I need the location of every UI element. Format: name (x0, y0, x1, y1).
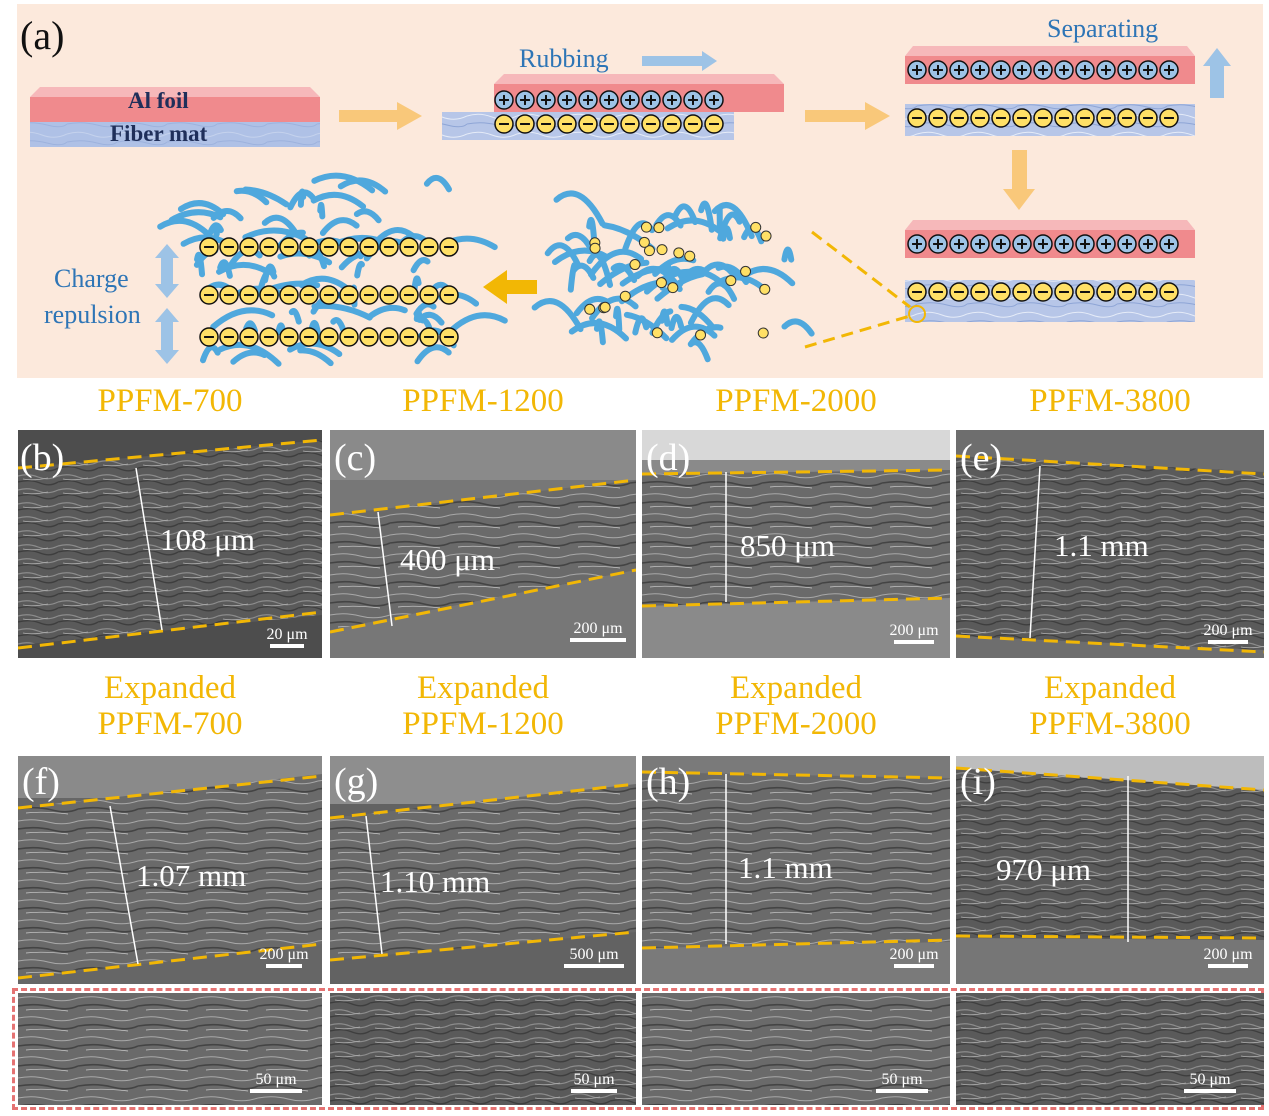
schematic-drawing (30, 46, 1231, 367)
label-i: (i) (960, 761, 996, 803)
schematic-panel: (a) (17, 4, 1263, 378)
label-d: (d) (646, 437, 691, 479)
scale-bar-h: 200 μm (882, 946, 946, 970)
scale-bar-f: 200 μm (252, 946, 316, 970)
scale-text-b: 20 μm (266, 626, 308, 643)
fiber-mat-label: Fiber mat (110, 121, 208, 146)
closeup-scale-3: 50 μm (870, 1071, 934, 1095)
title-expanded-1200-line1: Expanded (417, 670, 549, 706)
sem-image-b: (b) 108 μm 20 μm (18, 430, 322, 658)
closeup-scale-2: 50 μm (562, 1071, 626, 1095)
thickness-i: 970 μm (996, 852, 1091, 887)
title-ppfm-2000: PPFM-2000 (715, 383, 877, 419)
closeup-image-1: 50 μm (18, 993, 322, 1105)
panel-label-a: (a) (20, 13, 65, 58)
scale-bar-i: 200 μm (1196, 946, 1260, 970)
title-expanded-2000-line2: PPFM-2000 (715, 706, 877, 742)
fiber-network (531, 190, 815, 363)
title-expanded-3800-line2: PPFM-3800 (1029, 706, 1191, 742)
expanded-stack (157, 172, 508, 367)
thickness-h: 1.1 mm (738, 850, 833, 885)
title-expanded-1200-line2: PPFM-1200 (402, 706, 564, 742)
thickness-f: 1.07 mm (136, 858, 247, 893)
scale-text-i: 200 μm (1203, 946, 1253, 963)
arrow-left (483, 270, 537, 304)
closeup-scale-4: 50 μm (1178, 1071, 1242, 1095)
label-e: (e) (960, 437, 1003, 479)
label-c: (c) (334, 437, 377, 479)
closeup-image-4: 50 μm (956, 993, 1264, 1105)
title-ppfm-1200: PPFM-1200 (402, 383, 564, 419)
scale-text-e: 200 μm (1203, 622, 1253, 639)
closeup-scale-text-4: 50 μm (1189, 1071, 1231, 1088)
title-ppfm-3800: PPFM-3800 (1029, 383, 1191, 419)
label-g: (g) (334, 761, 379, 803)
scale-bar-g: 500 μm (558, 946, 630, 970)
sem-image-h: (h) 1.1 mm 200 μm (642, 756, 950, 984)
title-expanded-3800-line1: Expanded (1044, 670, 1176, 706)
scale-text-d: 200 μm (889, 622, 939, 639)
sem-image-i: (i) 970 μm 200 μm (956, 756, 1264, 984)
scale-bar-d: 200 μm (882, 622, 946, 646)
sem-image-d: (d) 850 μm 200 μm (642, 430, 950, 658)
rubbing-label: Rubbing (519, 44, 609, 73)
label-h: (h) (646, 761, 691, 803)
thickness-c: 400 μm (400, 542, 495, 577)
stage-rubbing (442, 51, 784, 140)
thickness-d: 850 μm (740, 528, 835, 563)
repulsion-label: repulsion (44, 300, 141, 329)
title-expanded-700-line2: PPFM-700 (97, 706, 243, 742)
arrow-right-2 (805, 102, 890, 130)
sem-image-e: (e) 1.1 mm 200 μm (956, 430, 1264, 658)
closeup-scale-text-2: 50 μm (573, 1071, 615, 1088)
scale-text-g: 500 μm (569, 946, 619, 963)
closeup-scale-text-3: 50 μm (881, 1071, 923, 1088)
label-b: (b) (20, 437, 65, 479)
arrow-right-1 (339, 102, 422, 130)
thickness-b: 108 μm (160, 522, 255, 557)
sem-image-f: (f) 1.07 mm 200 μm (18, 756, 322, 984)
thickness-g: 1.10 mm (380, 864, 491, 899)
title-ppfm-700: PPFM-700 (97, 383, 243, 419)
sem-image-g: (g) 1.10 mm 500 μm (330, 756, 636, 984)
closeup-image-3: 50 μm (642, 993, 950, 1105)
scale-text-f: 200 μm (259, 946, 309, 963)
al-foil-label: Al foil (128, 88, 189, 113)
stage-separating (905, 46, 1231, 136)
closeup-scale-1: 50 μm (244, 1071, 308, 1095)
label-f: (f) (22, 761, 60, 803)
scale-bar-e: 200 μm (1196, 622, 1260, 646)
sem-image-c: (c) 400 μm 200 μm (330, 430, 636, 658)
scale-bar-c: 200 μm (566, 620, 630, 644)
title-expanded-700-line1: Expanded (104, 670, 236, 706)
stage-al-foil-fiber-mat (30, 87, 320, 147)
title-expanded-2000-line1: Expanded (730, 670, 862, 706)
scale-text-h: 200 μm (889, 946, 939, 963)
scale-bar-b: 20 μm (258, 626, 316, 650)
closeup-scale-text-1: 50 μm (255, 1071, 297, 1088)
charge-label: Charge (54, 264, 129, 293)
arrow-down (1003, 150, 1035, 210)
repulsion-arrows (155, 244, 179, 364)
thickness-e: 1.1 mm (1054, 528, 1149, 563)
separating-label: Separating (1047, 14, 1159, 43)
closeup-image-2: 50 μm (330, 993, 636, 1105)
scale-text-c: 200 μm (573, 620, 623, 637)
stage-charged-layers (905, 220, 1195, 323)
